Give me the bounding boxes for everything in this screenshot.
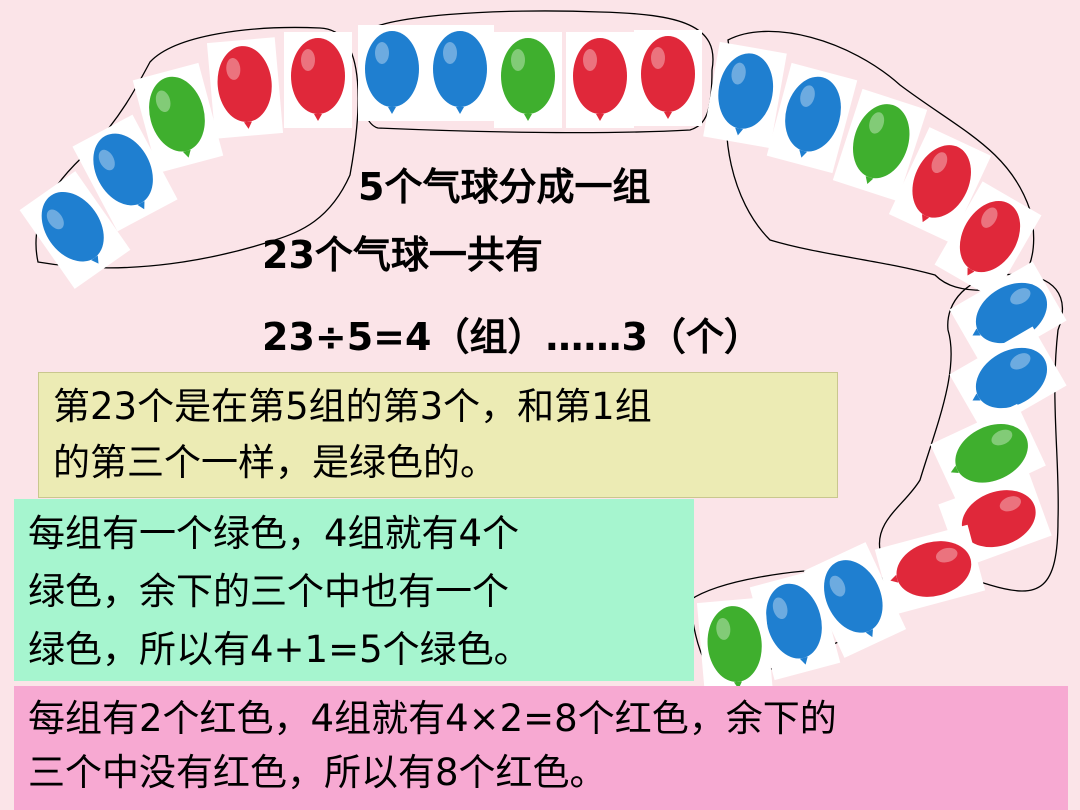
balloon-4 xyxy=(206,37,284,139)
balloon-20 xyxy=(874,524,986,616)
balloon-9 xyxy=(566,32,634,128)
balloon-2 xyxy=(72,114,178,232)
heading-line-1: 5个气球分成一组 xyxy=(358,165,651,209)
box1-line-1: 第23个是在第5组的第3个，和第1组 xyxy=(53,385,652,428)
balloon-12 xyxy=(766,62,858,174)
balloon-15 xyxy=(934,181,1042,299)
explanation-box-position: 第23个是在第5组的第3个，和第1组 的第三个一样，是绿色的。 xyxy=(38,372,838,498)
box3-line-1: 每组有2个红色，4组就有4×2=8个红色，余下的 xyxy=(28,697,837,740)
balloon-7 xyxy=(426,25,494,121)
balloon-6 xyxy=(358,25,426,121)
balloon-14 xyxy=(888,127,992,243)
group-outline-2 xyxy=(358,10,714,134)
balloon-5 xyxy=(284,32,352,128)
balloon-17 xyxy=(949,326,1067,434)
balloon-3 xyxy=(132,62,224,174)
balloon-16 xyxy=(949,261,1067,369)
heading-line-2: 23个气球一共有 xyxy=(262,233,543,277)
balloon-8 xyxy=(494,32,562,128)
explanation-box-red: 每组有2个红色，4组就有4×2=8个红色，余下的 三个中没有红色，所以有8个红色… xyxy=(14,686,1068,810)
heading-line-3: 23÷5=4（组）……3（个） xyxy=(262,315,762,359)
balloon-11 xyxy=(703,41,787,149)
box1-line-2: 的第三个一样，是绿色的。 xyxy=(53,441,497,484)
balloon-18 xyxy=(930,403,1046,507)
box2-line-2: 绿色，余下的三个中也有一个 xyxy=(28,570,509,613)
balloon-10 xyxy=(634,30,702,126)
balloon-23 xyxy=(696,597,774,699)
box3-line-2: 三个中没有红色，所以有8个红色。 xyxy=(28,751,607,794)
box2-line-3: 绿色，所以有4+1=5个绿色。 xyxy=(28,628,531,671)
group-outline-3 xyxy=(725,30,1035,291)
box2-line-1: 每组有一个绿色，4组就有4个 xyxy=(28,512,520,555)
explanation-box-green: 每组有一个绿色，4组就有4个 绿色，余下的三个中也有一个 绿色，所以有4+1=5… xyxy=(14,499,694,681)
balloon-13 xyxy=(832,88,928,202)
balloon-1 xyxy=(19,171,131,289)
balloon-21 xyxy=(803,542,907,658)
balloon-22 xyxy=(749,569,841,681)
